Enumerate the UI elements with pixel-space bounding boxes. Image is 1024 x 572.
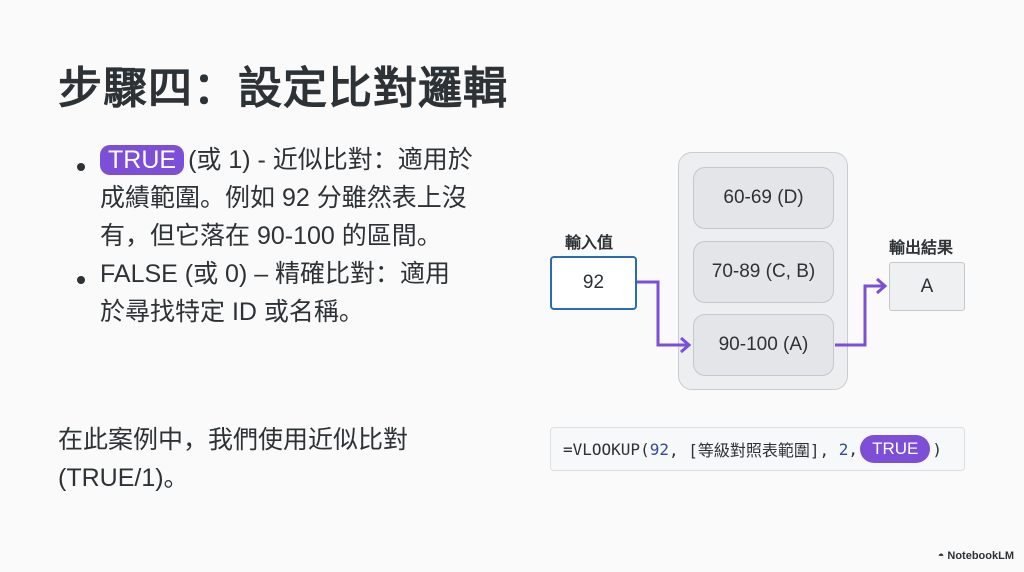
range-row-cb: 70-89 (C, B) [693,241,834,303]
formula-text: =VLOOKUP( [563,439,650,459]
range-row-a: 90-100 (A) [693,314,834,376]
input-value-box: 92 [550,256,637,310]
bullet-dot [77,276,85,284]
output-label: 輸出結果 [889,240,954,257]
notebooklm-logo-icon: ◓ [937,550,945,562]
formula-arg: 92 [649,439,669,459]
true-badge: TRUE [100,145,185,175]
bullet-text: (或 1) - 近似比對：適用於 [188,146,473,174]
formula-text: ) [932,439,942,459]
input-arrow [637,280,688,347]
formula-arg: 2 [838,439,849,459]
range-row-d: 60-69 (D) [693,167,834,229]
input-arrowhead [680,336,692,354]
bullet-1-line-1: TRUE(或 1) - 近似比對：適用於 [100,145,473,175]
notebooklm-watermark: ◓NotebookLM [938,550,1014,562]
conclusion-line-1: 在此案例中，我們使用近似比對 [58,426,409,454]
bullet-dot [77,163,85,171]
bullet-1-line-2: 成績範圍。例如 92 分雖然表上沒 [100,184,467,212]
output-arrow [835,284,884,347]
branding-text: NotebookLM [947,550,1014,562]
formula-true-badge: TRUE [860,435,931,463]
formula-text: , [等級對照表範圍], [668,441,839,460]
formula-text: , [848,439,859,459]
bullet-2-line-2: 於尋找特定 ID 或名稱。 [100,298,364,326]
output-value-box: A [889,262,965,311]
slide-title: 步驟四：設定比對邏輯 [58,64,508,113]
bullet-2-line-1: FALSE (或 0) – 精確比對：適用 [100,260,451,288]
formula-box: =VLOOKUP(92, [等級對照表範圍], 2, TRUE) [550,427,965,471]
input-label: 輸入值 [565,235,614,252]
bullet-1-line-3: 有，但它落在 90-100 的區間。 [100,222,442,250]
conclusion-line-2: (TRUE/1)。 [58,464,189,492]
output-arrowhead [876,277,888,295]
